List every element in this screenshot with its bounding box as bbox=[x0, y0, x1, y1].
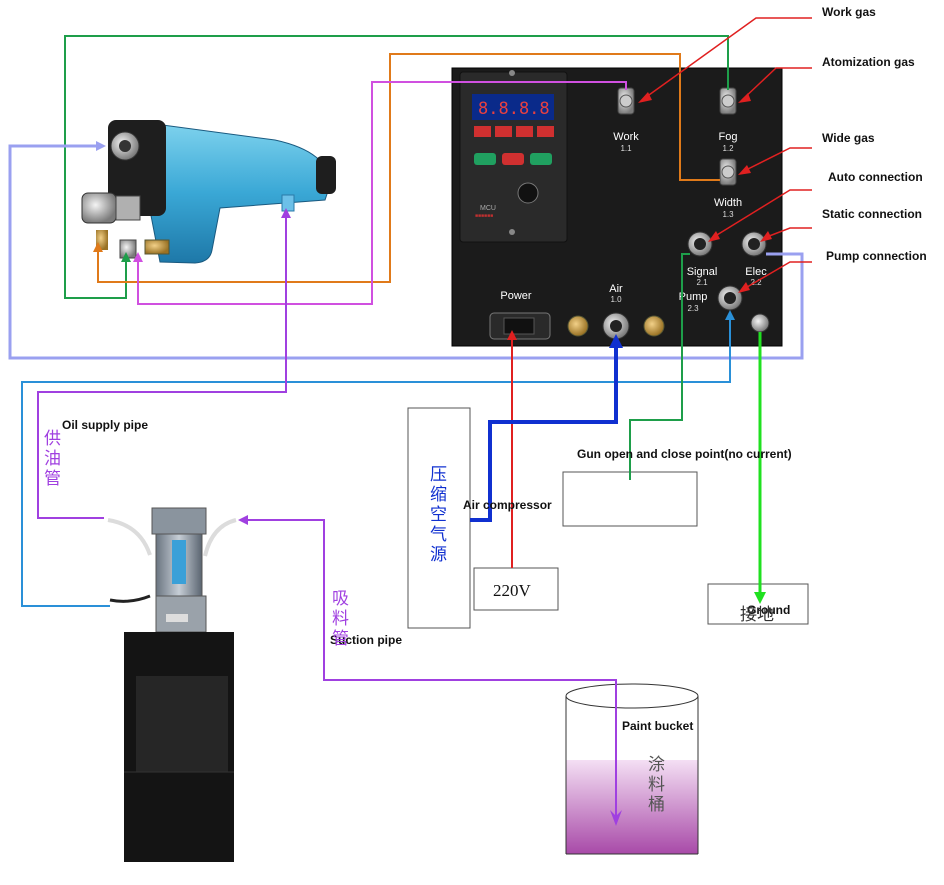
cn-suction: 吸 料 管 bbox=[332, 589, 349, 649]
panel-fog-num: 1.2 bbox=[722, 144, 734, 153]
panel-width-num: 1.3 bbox=[722, 210, 734, 219]
signal-line bbox=[629, 253, 690, 480]
mcu-label: MCU bbox=[480, 205, 496, 212]
svg-text:料: 料 bbox=[332, 609, 349, 629]
label-paint-bucket: Paint bucket bbox=[622, 719, 693, 733]
label-pump-connection: Pump connection bbox=[826, 249, 927, 263]
label-air-compressor: Air compressor bbox=[463, 498, 552, 512]
svg-text:压: 压 bbox=[430, 465, 447, 485]
svg-text:供: 供 bbox=[44, 429, 61, 449]
svg-text:吸: 吸 bbox=[332, 589, 349, 609]
label-220v: 220V bbox=[493, 581, 532, 600]
fog-gas-fitting bbox=[719, 87, 737, 115]
spray-gun bbox=[81, 120, 336, 264]
panel-width-label: Width bbox=[714, 197, 742, 209]
signal-connector bbox=[687, 231, 713, 257]
label-oil-supply-pipe: Oil supply pipe bbox=[62, 418, 148, 432]
svg-text:料: 料 bbox=[648, 775, 665, 795]
air-compressor-box bbox=[407, 407, 471, 629]
label-wide-gas: Wide gas bbox=[822, 131, 875, 145]
panel-pump-num: 2.3 bbox=[687, 304, 699, 313]
suction-line bbox=[244, 519, 617, 818]
label-atomization-gas: Atomization gas bbox=[822, 55, 915, 69]
oil-supply-line bbox=[37, 214, 287, 519]
control-panel: 8.8.8.8 MCU ■■■■■■ bbox=[451, 67, 783, 347]
width-line bbox=[97, 53, 720, 283]
panel-power-label: Power bbox=[500, 290, 532, 302]
panel-work-num: 1.1 bbox=[620, 144, 632, 153]
svg-text:桶: 桶 bbox=[648, 795, 665, 815]
label-suction-pipe: Suction pipe bbox=[330, 633, 402, 647]
cn-ground: 接地 bbox=[740, 605, 774, 625]
panel-air-label: Air bbox=[609, 283, 623, 295]
fog-line bbox=[64, 35, 729, 299]
ground-terminal bbox=[750, 313, 770, 333]
brass-fitting-right bbox=[643, 315, 665, 337]
panel-elec-label: Elec bbox=[745, 266, 767, 278]
svg-text:油: 油 bbox=[44, 449, 61, 469]
panel-pump-label: Pump bbox=[679, 291, 708, 303]
power-socket bbox=[489, 312, 551, 340]
svg-text:■■■■■■: ■■■■■■ bbox=[475, 213, 493, 219]
elec-connector bbox=[741, 231, 767, 257]
air-inlet-fitting bbox=[602, 312, 630, 340]
air-line bbox=[470, 344, 618, 522]
cn-bucket: 涂 料 桶 bbox=[648, 755, 665, 815]
label-work-gas: Work gas bbox=[822, 5, 876, 19]
svg-text:空: 空 bbox=[430, 505, 447, 525]
width-gas-fitting bbox=[719, 158, 737, 186]
work-gas-fitting bbox=[617, 87, 635, 115]
label-gun-point: Gun open and close point(no current) bbox=[577, 447, 792, 461]
cn-oil-pipe: 供 油 管 bbox=[44, 429, 61, 489]
gun-point-box bbox=[562, 471, 698, 527]
power-supply-box bbox=[473, 567, 559, 611]
cn-compressor: 压 缩 空 气 源 bbox=[430, 465, 447, 565]
svg-text:源: 源 bbox=[430, 545, 447, 565]
label-ground: Ground bbox=[747, 603, 790, 617]
panel-work-label: Work bbox=[613, 131, 639, 143]
pump-cable-line bbox=[21, 318, 731, 607]
red-arrowheads bbox=[638, 92, 772, 293]
controller-module: 8.8.8.8 MCU ■■■■■■ bbox=[459, 71, 568, 243]
svg-text:气: 气 bbox=[430, 525, 447, 545]
panel-fog-label: Fog bbox=[719, 131, 738, 143]
panel-signal-num: 2.1 bbox=[696, 278, 708, 287]
svg-text:管: 管 bbox=[44, 469, 61, 489]
svg-text:缩: 缩 bbox=[430, 485, 447, 505]
label-static-connection: Static connection bbox=[822, 207, 922, 221]
svg-text:涂: 涂 bbox=[648, 755, 665, 775]
paint-pump bbox=[107, 507, 237, 862]
paint-bucket bbox=[565, 683, 699, 855]
pump-connector bbox=[717, 285, 743, 311]
panel-signal-label: Signal bbox=[687, 266, 718, 278]
label-auto-connection: Auto connection bbox=[828, 170, 923, 184]
elec-line bbox=[8, 144, 804, 360]
brass-fitting-left bbox=[567, 315, 589, 337]
svg-text:管: 管 bbox=[332, 629, 349, 649]
work-line bbox=[137, 81, 627, 305]
red-pointers bbox=[641, 17, 812, 291]
svg-text:8.8.8.8: 8.8.8.8 bbox=[478, 99, 550, 119]
panel-air-num: 1.0 bbox=[610, 295, 622, 304]
ground-box bbox=[707, 583, 809, 625]
